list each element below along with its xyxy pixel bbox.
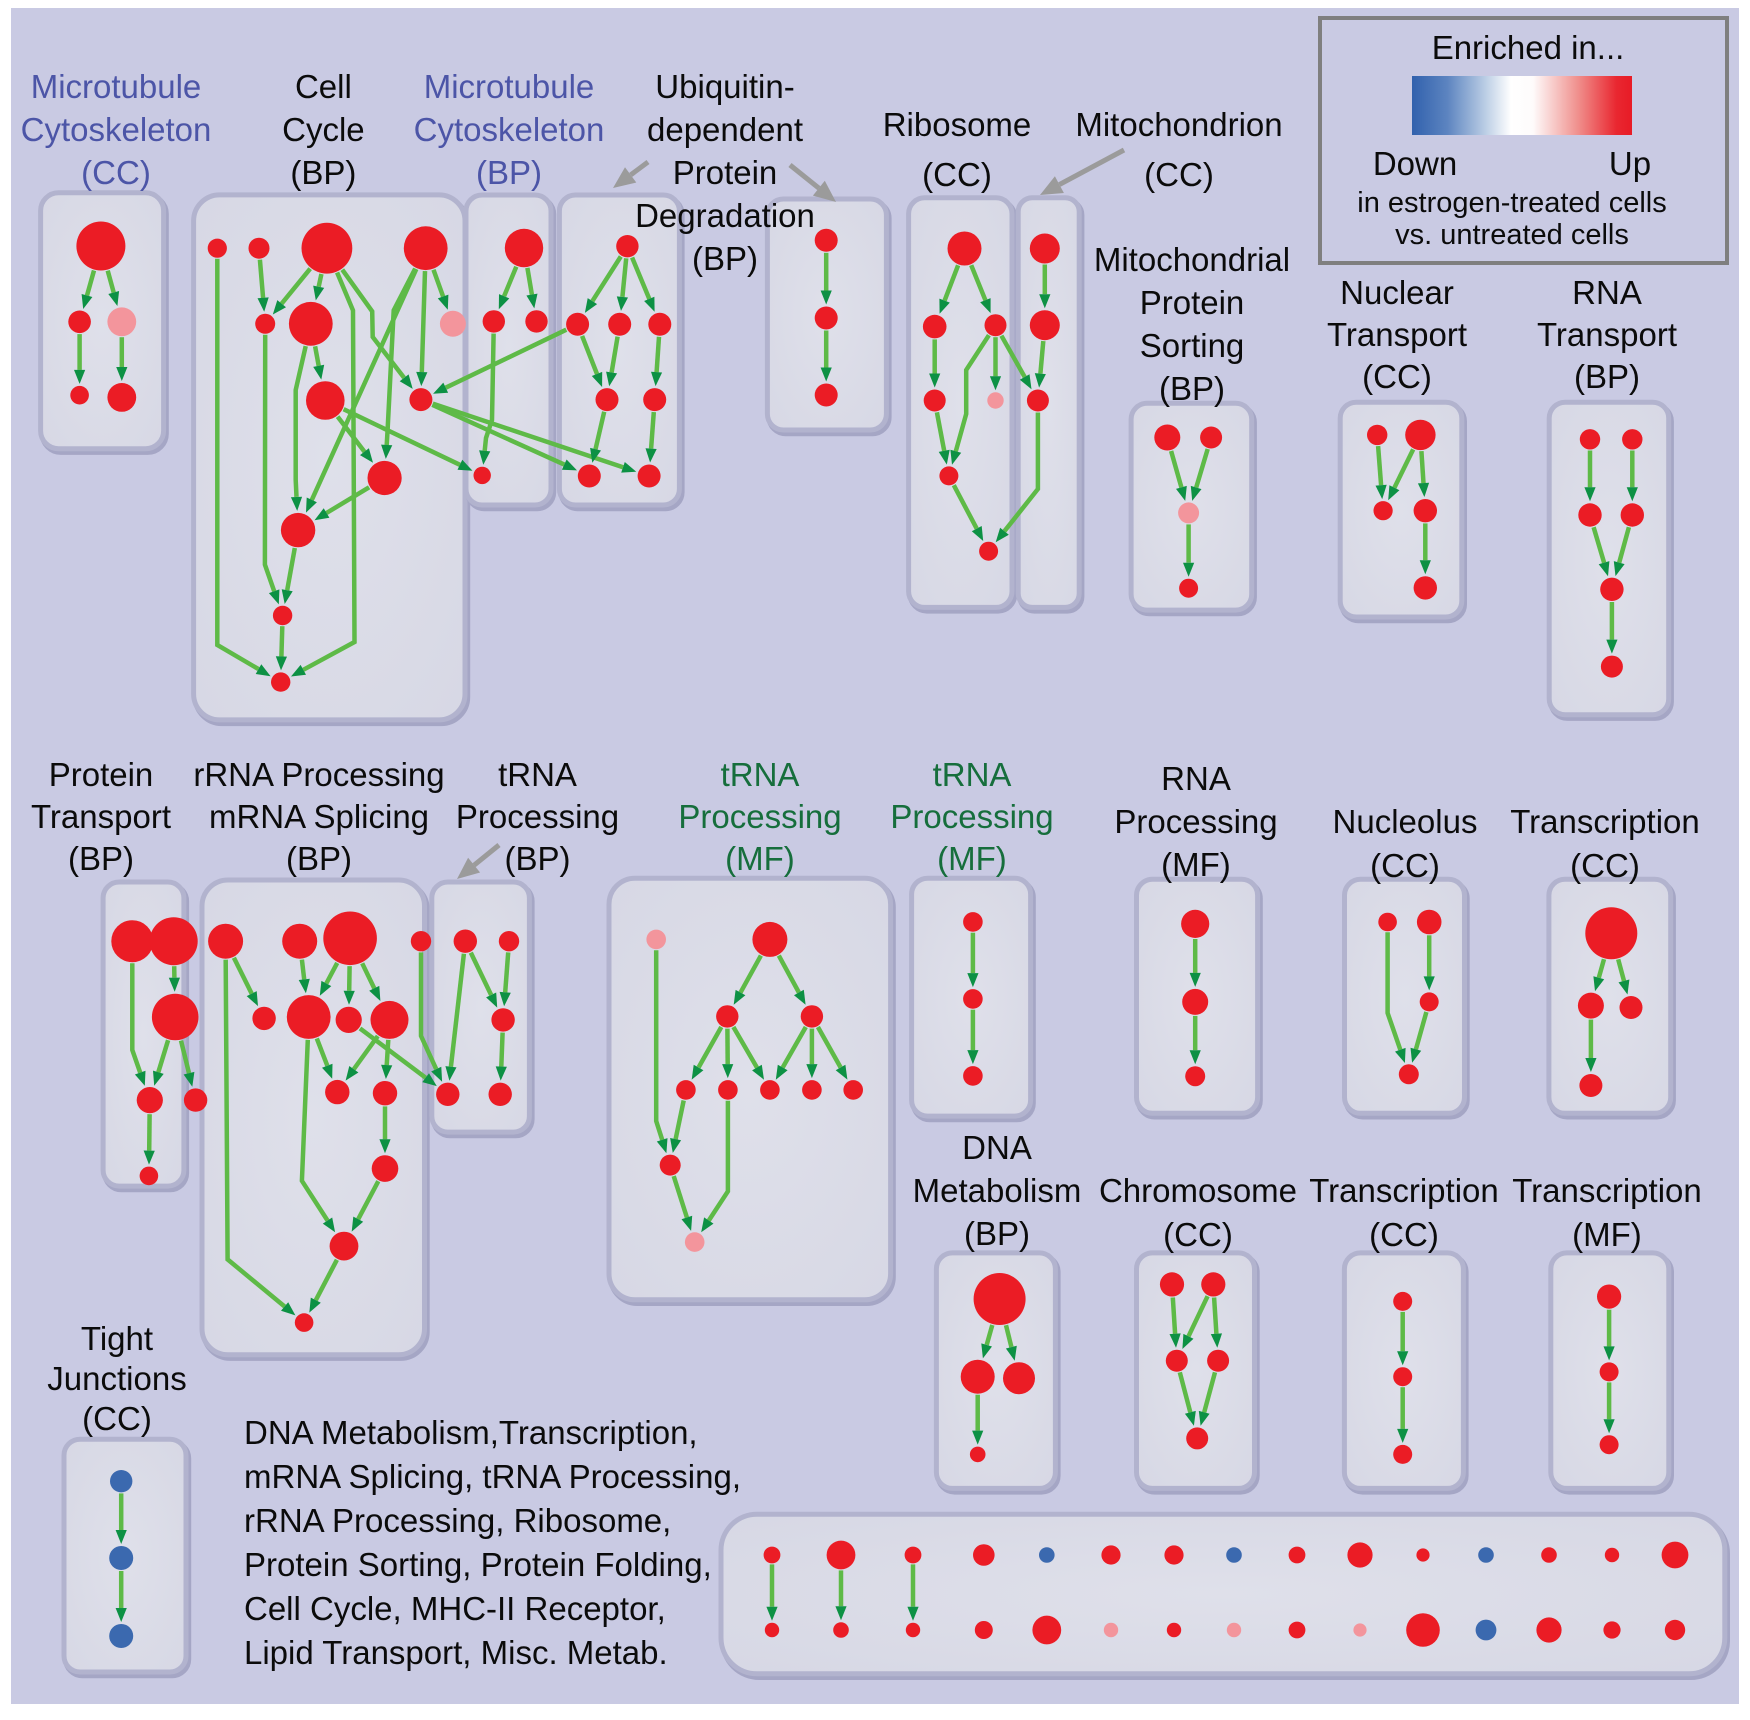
svg-text:(MF): (MF) <box>1161 846 1231 883</box>
svg-text:(CC): (CC) <box>1370 847 1440 884</box>
svg-text:tRNA: tRNA <box>498 756 577 793</box>
svg-text:(CC): (CC) <box>81 154 151 191</box>
svg-text:tRNA: tRNA <box>721 756 800 793</box>
svg-text:Enriched in...: Enriched in... <box>1432 29 1625 66</box>
svg-text:Protein: Protein <box>1140 284 1245 321</box>
svg-text:Chromosome: Chromosome <box>1099 1172 1297 1209</box>
svg-text:Protein: Protein <box>49 756 154 793</box>
svg-text:tRNA: tRNA <box>933 756 1012 793</box>
svg-text:(BP): (BP) <box>1159 370 1225 407</box>
svg-text:Microtubule: Microtubule <box>424 68 595 105</box>
svg-text:RNA: RNA <box>1572 274 1642 311</box>
svg-text:(BP): (BP) <box>1574 358 1640 395</box>
svg-text:Transport: Transport <box>1537 316 1677 353</box>
svg-text:(CC): (CC) <box>1369 1216 1439 1253</box>
svg-text:Protein Sorting, Protein Foldi: Protein Sorting, Protein Folding, <box>244 1546 712 1583</box>
svg-text:(BP): (BP) <box>286 840 352 877</box>
svg-text:Transport: Transport <box>1327 316 1467 353</box>
svg-text:rRNA Processing, Ribosome,: rRNA Processing, Ribosome, <box>244 1502 671 1539</box>
svg-text:Cell Cycle, MHC-II Receptor,: Cell Cycle, MHC-II Receptor, <box>244 1590 666 1627</box>
svg-text:Ribosome: Ribosome <box>883 106 1032 143</box>
svg-text:Nucleolus: Nucleolus <box>1333 803 1478 840</box>
svg-text:Transcription: Transcription <box>1512 1172 1702 1209</box>
svg-text:Metabolism: Metabolism <box>913 1172 1082 1209</box>
svg-text:Processing: Processing <box>456 798 619 835</box>
svg-text:Mitochondrial: Mitochondrial <box>1094 241 1290 278</box>
svg-text:(CC): (CC) <box>922 156 992 193</box>
svg-text:(CC): (CC) <box>1362 358 1432 395</box>
svg-text:Junctions: Junctions <box>47 1360 186 1397</box>
svg-text:Cytoskeleton: Cytoskeleton <box>21 111 212 148</box>
svg-text:Microtubule: Microtubule <box>31 68 202 105</box>
svg-text:Ubiquitin-: Ubiquitin- <box>655 68 794 105</box>
svg-text:(BP): (BP) <box>290 154 356 191</box>
svg-text:Processing: Processing <box>890 798 1053 835</box>
svg-text:(CC): (CC) <box>82 1400 152 1437</box>
svg-text:(CC): (CC) <box>1163 1216 1233 1253</box>
svg-text:Mitochondrion: Mitochondrion <box>1075 106 1282 143</box>
svg-text:vs. untreated cells: vs. untreated cells <box>1395 219 1629 251</box>
svg-text:rRNA Processing: rRNA Processing <box>193 756 444 793</box>
svg-text:Transcription: Transcription <box>1510 803 1700 840</box>
svg-text:(CC): (CC) <box>1570 847 1640 884</box>
svg-text:in estrogen-treated cells: in estrogen-treated cells <box>1357 187 1667 219</box>
svg-text:Up: Up <box>1609 145 1651 182</box>
svg-text:Processing: Processing <box>1114 803 1277 840</box>
svg-text:Processing: Processing <box>678 798 841 835</box>
svg-text:Lipid Transport, Misc. Metab.: Lipid Transport, Misc. Metab. <box>244 1634 668 1671</box>
svg-text:mRNA Splicing: mRNA Splicing <box>209 798 429 835</box>
svg-text:(BP): (BP) <box>505 840 571 877</box>
svg-text:Nuclear: Nuclear <box>1340 274 1454 311</box>
svg-text:(BP): (BP) <box>964 1215 1030 1252</box>
svg-text:Cytoskeleton: Cytoskeleton <box>414 111 605 148</box>
svg-text:Cell: Cell <box>295 68 352 105</box>
svg-text:(BP): (BP) <box>692 240 758 277</box>
svg-text:DNA: DNA <box>962 1129 1032 1166</box>
svg-text:Down: Down <box>1373 145 1457 182</box>
svg-text:(BP): (BP) <box>476 154 542 191</box>
svg-text:(MF): (MF) <box>725 840 795 877</box>
svg-text:Transcription: Transcription <box>1309 1172 1499 1209</box>
svg-text:(MF): (MF) <box>937 840 1007 877</box>
svg-text:(MF): (MF) <box>1572 1216 1642 1253</box>
svg-text:Sorting: Sorting <box>1140 327 1245 364</box>
svg-text:(BP): (BP) <box>68 840 134 877</box>
svg-text:Transport: Transport <box>31 798 171 835</box>
svg-text:RNA: RNA <box>1161 760 1231 797</box>
svg-text:Degradation: Degradation <box>635 197 815 234</box>
svg-text:mRNA Splicing, tRNA Processing: mRNA Splicing, tRNA Processing, <box>244 1458 741 1495</box>
svg-text:Cycle: Cycle <box>282 111 365 148</box>
svg-text:Tight: Tight <box>81 1320 153 1357</box>
svg-text:Protein: Protein <box>673 154 778 191</box>
svg-text:dependent: dependent <box>647 111 803 148</box>
svg-text:(CC): (CC) <box>1144 156 1214 193</box>
svg-text:DNA Metabolism,Transcription,: DNA Metabolism,Transcription, <box>244 1414 698 1451</box>
